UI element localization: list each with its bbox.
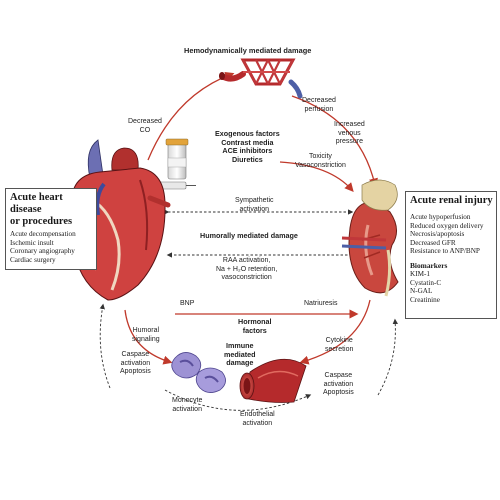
biomarker-item: Cystatin-C bbox=[410, 278, 442, 287]
label-caspase-right: Caspase activation Apoptosis bbox=[323, 372, 354, 398]
kidney-illustration bbox=[341, 179, 399, 297]
heart-box-item: Coronary angiography bbox=[10, 247, 75, 256]
arrow-heart-to-immune bbox=[124, 309, 173, 365]
renal-box-item: Resistance to ANP/BNP bbox=[410, 247, 480, 256]
vessel-network-illustration bbox=[219, 58, 303, 99]
label-caspase-left-line-3: Apoptosis bbox=[120, 368, 151, 375]
label-natriuresis: Natriuresis bbox=[304, 300, 338, 307]
label-sympathetic-line-2: activation bbox=[239, 205, 270, 213]
arrow-toxicity bbox=[279, 161, 354, 192]
heart-box-item: Cardiac surgery bbox=[10, 255, 56, 264]
acute-heart-disease-box: Acute heart disease or procedures Acute … bbox=[5, 188, 97, 270]
arrow-heart-to-vessel bbox=[147, 71, 235, 161]
label-caspase-right-line-3: Apoptosis bbox=[323, 389, 354, 396]
label-decreased-perfusion-line-1: Decreased bbox=[302, 97, 336, 104]
label-increased-venous-line-1: Increased bbox=[334, 121, 365, 128]
biomarker-item: Creatinine bbox=[410, 295, 440, 304]
label-monocyte-line-1: Monocyte bbox=[172, 397, 203, 404]
label-endothelial-activation: Endothelial activation bbox=[240, 411, 275, 428]
label-endothelial-line-2: activation bbox=[242, 419, 273, 427]
label-decreased-co-line-2: CO bbox=[139, 126, 151, 134]
label-exogenous-line-1: Exogenous factors bbox=[215, 129, 280, 138]
label-toxicity-line-2: Vasoconstriction bbox=[295, 161, 346, 169]
label-humoral-signaling-line-2: signaling bbox=[132, 335, 160, 343]
dashed-left-up bbox=[99, 303, 111, 389]
renal-box-item: Reduced oxygen delivery bbox=[410, 221, 484, 230]
biomarker-item: N-GAL bbox=[410, 287, 433, 296]
label-monocyte-line-2: activation bbox=[172, 405, 202, 413]
label-immune-mediated: Immune mediated damage bbox=[224, 341, 256, 368]
drug-vial-illustration bbox=[157, 138, 196, 190]
label-cytokine-line-1: Cytokine bbox=[325, 337, 353, 344]
label-hormonal-factors: Hormonal factors bbox=[238, 317, 272, 335]
label-humoral-signaling-line-1: Humoral bbox=[132, 327, 160, 334]
label-exogenous-line-3: ACE inhibitors bbox=[222, 146, 273, 155]
label-increased-venous-line-3: pressure bbox=[335, 138, 363, 145]
renal-box-item: Necrosis/apoptosis bbox=[410, 230, 465, 239]
label-immune-line-3: damage bbox=[226, 358, 254, 367]
label-increased-venous-line-2: venous bbox=[338, 129, 361, 137]
label-raa-line-1: RAA activation, bbox=[222, 257, 271, 264]
heart-box-item: Ischemic insult bbox=[10, 238, 54, 247]
label-bnp: BNP bbox=[180, 300, 195, 307]
label-caspase-right-line-1: Caspase bbox=[324, 372, 353, 379]
label-monocyte-activation: Monocyte activation bbox=[172, 397, 202, 414]
endothelial-vessel-illustration bbox=[239, 358, 307, 403]
label-raa-line-2: Na + H₂O retention, bbox=[216, 265, 278, 273]
label-toxicity-line-1: Toxicity bbox=[308, 153, 332, 160]
label-caspase-left: Caspase activation Apoptosis bbox=[120, 351, 151, 377]
biomarkers-title: Biomarkers bbox=[410, 260, 448, 270]
label-exogenous-line-4: Diuretics bbox=[231, 154, 263, 164]
label-hormonal-line-1: Hormonal bbox=[238, 317, 272, 326]
label-decreased-perfusion-line-2: perfusion bbox=[304, 105, 334, 113]
label-cytokine-secretion: Cytokine secretion bbox=[325, 337, 353, 354]
label-immune-line-2: mediated bbox=[224, 349, 256, 359]
label-decreased-perfusion: Decreased perfusion bbox=[302, 97, 336, 114]
heart-box-item: Acute decompensation bbox=[10, 230, 76, 238]
biomarker-item: KIM-1 bbox=[410, 269, 430, 278]
renal-box-item: Acute hypoperfusion bbox=[410, 213, 471, 221]
arrow-kidney-to-endothelium bbox=[299, 299, 371, 365]
label-toxicity: Toxicity Vasoconstriction bbox=[295, 153, 346, 170]
label-decreased-co: Decreased CO bbox=[128, 118, 162, 135]
label-exogenous-factors: Exogenous factors Contrast media ACE inh… bbox=[215, 129, 280, 164]
label-raa-line-3: vasoconstriction bbox=[221, 274, 272, 281]
label-hemodynamic-damage: Hemodynamically mediated damage bbox=[184, 46, 312, 55]
label-caspase-left-line-1: Caspase bbox=[121, 351, 150, 358]
acute-renal-injury-box: Acute renal injury Acute hypoperfusion R… bbox=[405, 191, 497, 319]
label-caspase-right-line-2: activation bbox=[323, 380, 354, 388]
heart-box-title-line-1: Acute heart disease bbox=[10, 192, 63, 215]
label-decreased-co-line-1: Decreased bbox=[128, 118, 162, 125]
monocyte-illustration bbox=[171, 352, 226, 393]
renal-box-title: Acute renal injury bbox=[410, 195, 493, 206]
renal-box-item: Decreased GFR bbox=[410, 238, 456, 247]
dashed-right-up bbox=[377, 318, 398, 396]
label-caspase-left-line-2: activation bbox=[120, 359, 151, 367]
label-hormonal-line-2: factors bbox=[242, 325, 267, 335]
label-humorally-mediated: Humorally mediated damage bbox=[200, 231, 298, 240]
arrow-vessel-to-kidney bbox=[291, 95, 378, 188]
label-cytokine-line-2: secretion bbox=[325, 345, 354, 353]
label-exogenous-line-2: Contrast media bbox=[221, 137, 274, 147]
label-raa-activation: RAA activation, Na + H₂O retention, vaso… bbox=[216, 257, 277, 283]
label-immune-line-1: Immune bbox=[226, 341, 254, 350]
label-humoral-signaling: Humoral signaling bbox=[132, 327, 160, 344]
label-sympathetic-line-1: Sympathetic bbox=[235, 197, 274, 204]
heart-box-title-line-2: or procedures bbox=[10, 216, 73, 227]
label-sympathetic-activation: Sympathetic activation bbox=[235, 197, 274, 214]
label-endothelial-line-1: Endothelial bbox=[240, 411, 275, 418]
label-increased-venous-pressure: Increased venous pressure bbox=[334, 121, 365, 147]
